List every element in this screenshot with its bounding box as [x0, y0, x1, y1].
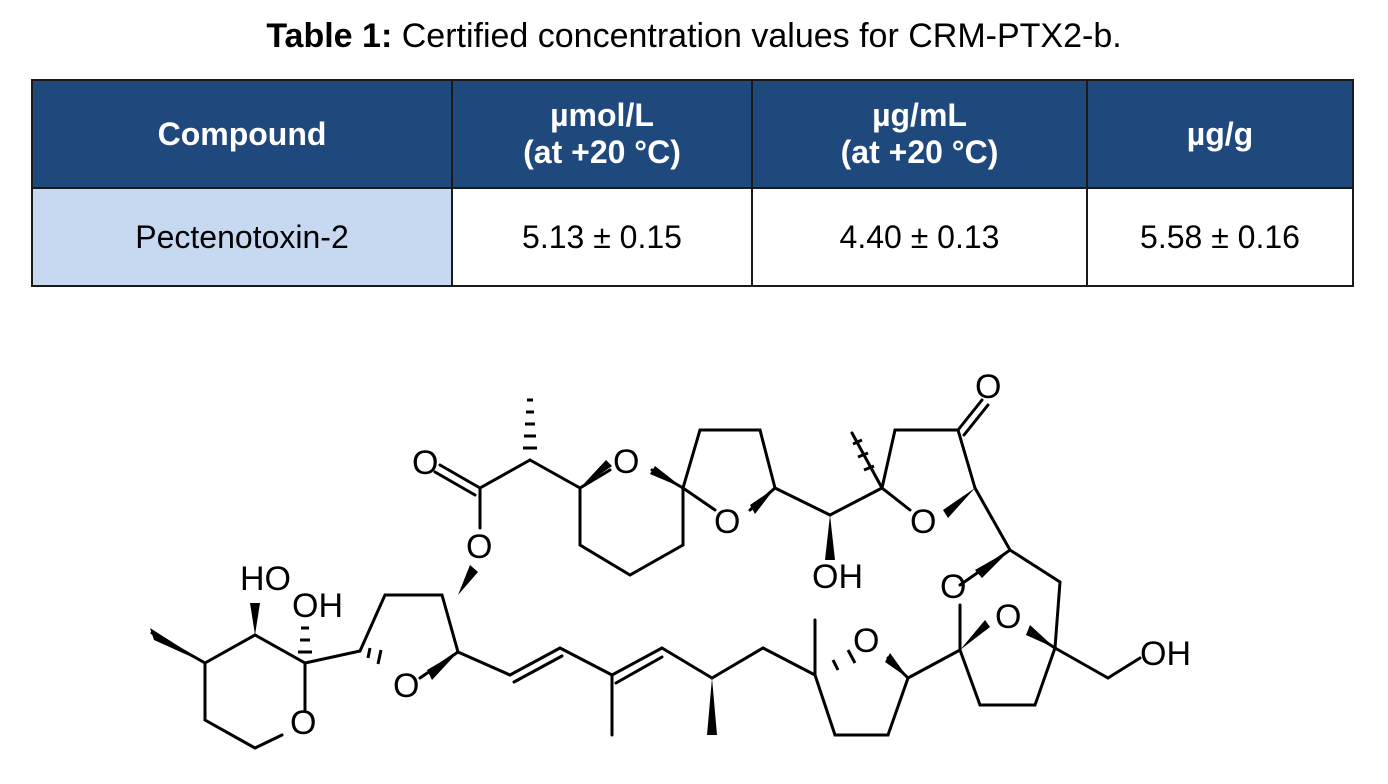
table-header-row: Compound µmol/L(at +20 °C) µg/mL(at +20 …	[31, 79, 1354, 189]
label-ester-o: O	[466, 528, 492, 566]
header-compound: Compound	[31, 79, 453, 189]
header-ug-per-ml: µg/mL(at +20 °C)	[751, 79, 1088, 189]
atom-labels: O O O O O O OH HO OH O O O O O OH	[240, 368, 1191, 742]
label-carbonyl-o-left: O	[412, 444, 438, 482]
cell-ug-per-g: 5.58 ± 0.16	[1086, 187, 1354, 287]
caption-text: Certified concentration values for CRM-P…	[392, 17, 1122, 55]
label-bridge-o-2: O	[995, 598, 1021, 636]
stereo-hashes	[298, 398, 875, 671]
label-oh-right: OH	[1140, 635, 1191, 673]
table-caption: Table 1: Certified concentration values …	[0, 14, 1388, 58]
label-pyran-o: O	[613, 443, 639, 481]
cell-ug-per-ml: 4.40 ± 0.13	[751, 187, 1088, 287]
label-oh-mid: OH	[812, 558, 863, 596]
table-row: Pectenotoxin-2 5.13 ± 0.15 4.40 ± 0.13 5…	[31, 187, 1354, 287]
label-ring-o-left: O	[290, 704, 316, 742]
label-ho-left: HO	[240, 560, 291, 598]
structure-bonds	[150, 398, 1142, 750]
stereo-wedges	[150, 460, 1055, 735]
label-bridge-o-1: O	[940, 568, 966, 606]
chemical-structure: O O O O O O OH HO OH O O O O O OH	[150, 368, 1191, 750]
label-thf-o-2: O	[910, 503, 936, 541]
header-umol-per-l: µmol/L(at +20 °C)	[451, 79, 753, 189]
label-ketone-o: O	[975, 368, 1001, 406]
label-thf-o-1: O	[714, 503, 740, 541]
caption-label: Table 1:	[266, 17, 393, 55]
cell-umol-per-l: 5.13 ± 0.15	[451, 187, 753, 287]
label-thf-o-3: O	[853, 622, 879, 660]
certified-values-table: Compound µmol/L(at +20 °C) µg/mL(at +20 …	[31, 79, 1354, 287]
header-ug-per-g: µg/g	[1086, 79, 1354, 189]
cell-compound: Pectenotoxin-2	[31, 187, 453, 287]
label-thf-o-bottom: O	[393, 667, 419, 705]
label-oh-left: OH	[292, 587, 343, 625]
